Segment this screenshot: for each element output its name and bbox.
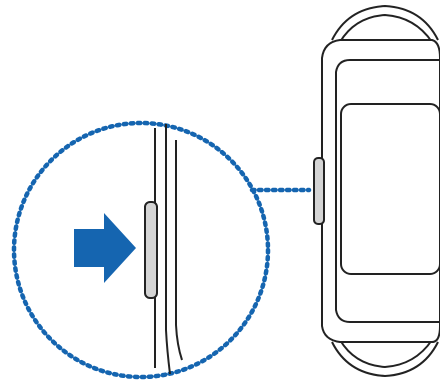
press-arrow-icon: [74, 213, 136, 283]
callout-circle: [11, 120, 271, 380]
side-button: [313, 157, 325, 225]
zoomed-inner-edge: [165, 124, 171, 375]
band-top-strap: [331, 4, 439, 41]
band-bezel: [335, 59, 440, 323]
zoomed-side-button: [144, 201, 158, 299]
zoomed-inner-edge-2: [175, 140, 183, 361]
band-bottom-strap-inner: [339, 339, 433, 369]
fitness-band-icon: [313, 4, 440, 378]
zoomed-band-edge: [144, 124, 183, 375]
magnifier-callout: [11, 120, 312, 380]
band-top-strap-inner: [339, 13, 433, 43]
band-bottom-strap: [331, 341, 439, 378]
band-screen: [340, 103, 440, 275]
